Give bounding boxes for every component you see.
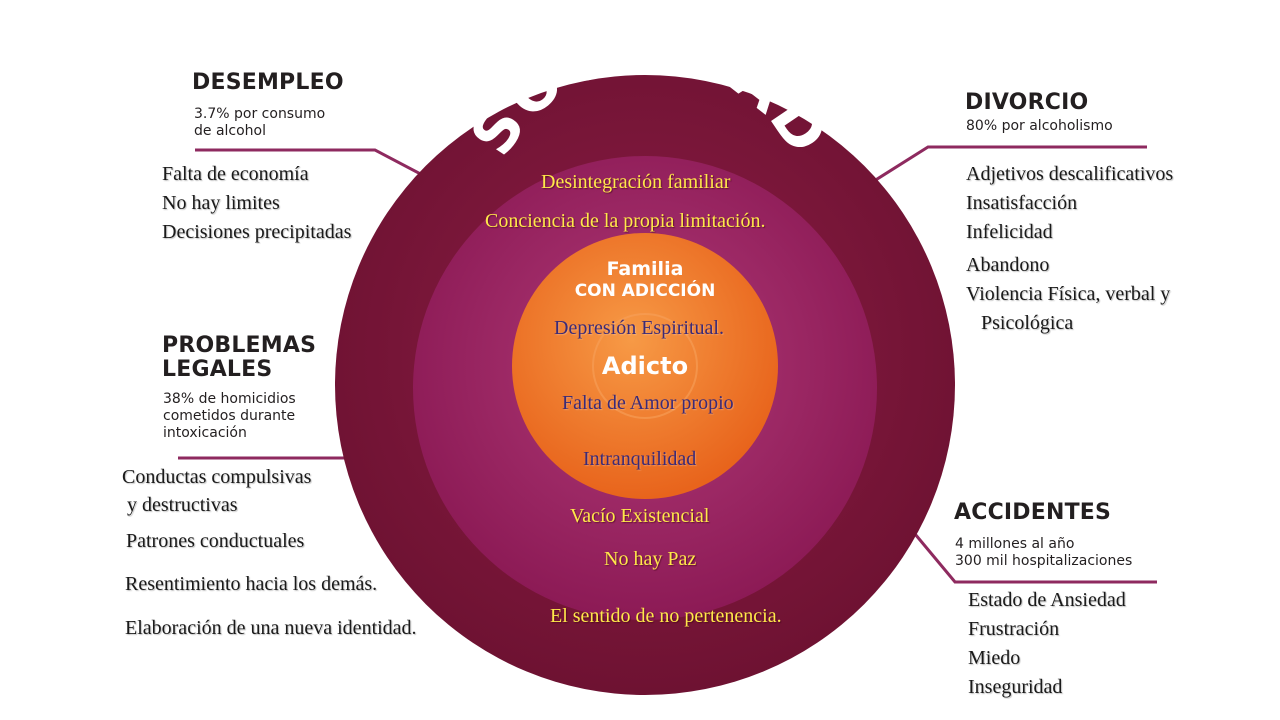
divorcio-subtitle: 80% por alcoholismo	[966, 118, 1113, 134]
divorcio-item: Infelicidad	[966, 221, 1053, 243]
accidentes-title: ACCIDENTES	[954, 500, 1112, 525]
legales-title-line2: LEGALES	[162, 357, 273, 382]
accidentes-item: Inseguridad	[968, 676, 1063, 698]
accidentes-item: Estado de Ansiedad	[968, 589, 1126, 611]
ring-text-no-pertenencia: El sentido de no pertenencia.	[550, 605, 782, 627]
ring-text-conciencia: Conciencia de la propia limitación.	[485, 210, 766, 232]
desempleo-title: DESEMPLEO	[192, 70, 344, 95]
legales-subtitle: 38% de homicidios cometidos durante into…	[163, 391, 296, 441]
legales-item: Conductas compulsivas	[122, 466, 312, 488]
ring-text-no-paz: No hay Paz	[604, 548, 697, 570]
center-label: Adicto	[601, 352, 689, 380]
desempleo-item: No hay limites	[162, 192, 280, 214]
divorcio-item: Violencia Física, verbal y	[966, 283, 1171, 305]
legales-title: PROBLEMAS LEGALES	[162, 334, 316, 382]
inner-circle-adicto	[512, 233, 778, 499]
desempleo-item: Decisiones precipitadas	[162, 221, 352, 243]
ring-text-falta-amor: Falta de Amor propio	[562, 392, 734, 414]
divorcio-item: Abandono	[966, 254, 1050, 276]
desempleo-subtitle: 3.7% por consumo de alcohol	[194, 106, 326, 139]
connector-accidentes	[908, 527, 1157, 584]
accidentes-items: Estado de Ansiedad Frustración Miedo Ins…	[968, 586, 1126, 702]
inner-decorative-ring	[592, 313, 698, 419]
divorcio-item: Insatisfacción	[966, 192, 1078, 214]
divorcio-item: Psicológica	[966, 312, 1074, 334]
divorcio-title: DIVORCIO	[965, 90, 1089, 115]
accidentes-item: Frustración	[968, 618, 1060, 640]
divorcio-item: Adjetivos descalificativos	[966, 163, 1174, 185]
accidentes-subtitle: 4 millones al año 300 mil hospitalizacio…	[955, 536, 1133, 569]
desempleo-items: Falta de economía No hay limites Decisio…	[162, 160, 351, 247]
desempleo-item: Falta de economía	[162, 163, 309, 185]
middle-ring-label: Familia con adicción	[545, 258, 745, 302]
ring-text-depresion: Depresión Espiritual.	[554, 317, 724, 339]
ring-text-desintegracion: Desintegración familiar	[541, 171, 731, 193]
ring-text-intranquilidad: Intranquilidad	[583, 448, 697, 470]
middle-ring-label-line2: con adicción	[574, 281, 716, 301]
middle-ring-label-line1: Familia	[606, 258, 684, 280]
ring-text-vacio: Vacío Existencial	[570, 505, 710, 527]
legales-title-line1: PROBLEMAS	[162, 333, 317, 358]
divorcio-items: Adjetivos descalificativos Insatisfacció…	[966, 160, 1173, 338]
legales-item: Resentimiento hacia los demás.	[125, 573, 378, 595]
legales-item: Patrones conductuales	[126, 530, 305, 552]
accidentes-item: Miedo	[968, 647, 1021, 669]
legales-item: y destructivas	[122, 494, 238, 516]
legales-item: Elaboración de una nueva identidad.	[125, 617, 417, 639]
